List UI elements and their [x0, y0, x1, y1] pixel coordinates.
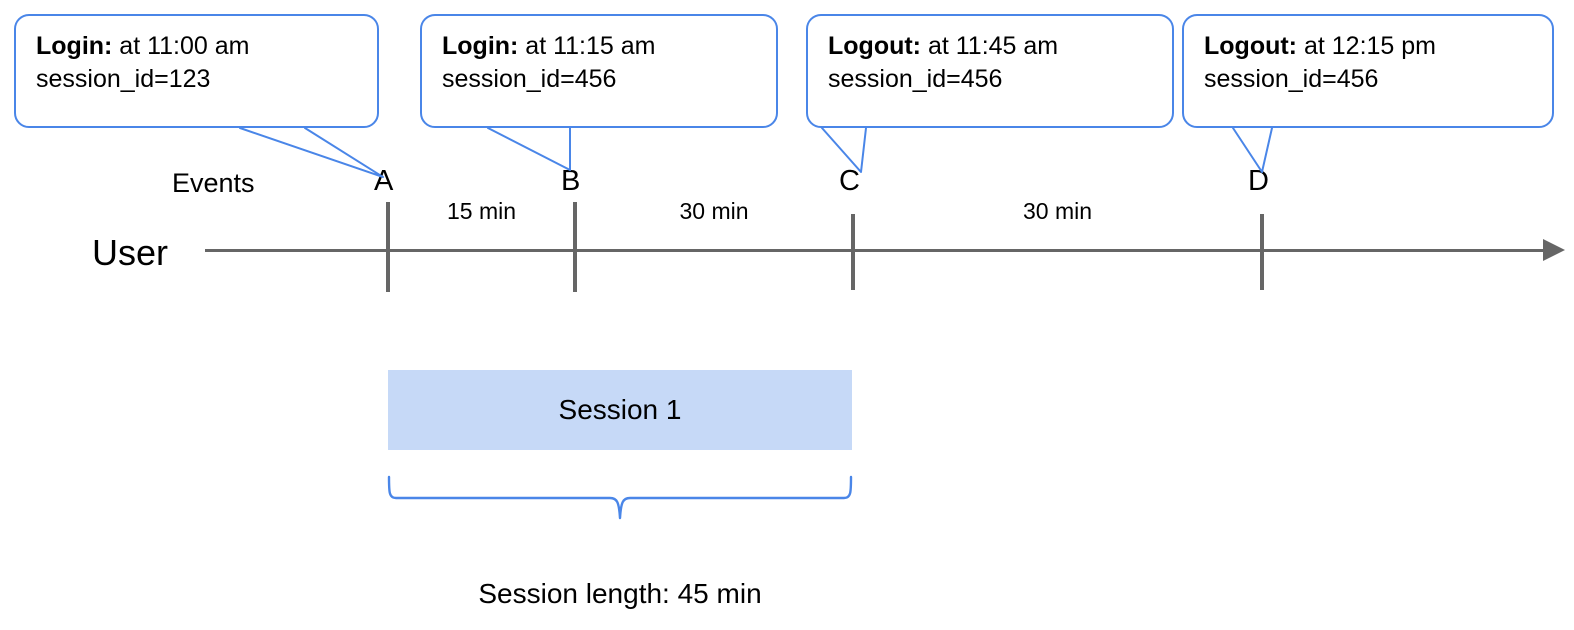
callout-b-session: session_id=456 [442, 64, 617, 93]
tick-letter-b: B [561, 165, 581, 197]
callout-event-a: Login: at 11:00 am session_id=123 [14, 14, 379, 128]
callout-c-session: session_id=456 [828, 64, 1003, 93]
callout-event-d: Logout: at 12:15 pm session_id=456 [1182, 14, 1554, 128]
callout-c-lead: Logout: [828, 32, 922, 60]
callout-c-rest: at 11:45 am [921, 32, 1059, 60]
callout-a-session: session_id=123 [36, 64, 211, 93]
row-label-events: Events [172, 168, 255, 198]
tick-letter-c: C [839, 165, 860, 197]
session-span-brace [387, 475, 853, 520]
timeline-arrow-icon [1543, 239, 1565, 261]
session-length-label: Session length: 45 min [478, 578, 762, 609]
callout-event-b: Login: at 11:15 am session_id=456 [420, 14, 778, 128]
callout-tail-a [239, 127, 384, 178]
row-label-user: User [92, 232, 169, 273]
tick-mark-c [851, 214, 855, 290]
callout-tail-b [487, 127, 571, 171]
session-block: Session 1 [388, 370, 852, 450]
callout-d-lead: Logout: [1204, 32, 1298, 60]
callout-a-rest: at 11:00 am [112, 32, 250, 60]
session-block-label: Session 1 [558, 394, 682, 425]
gap-label-a-b: 15 min [446, 198, 517, 224]
tick-mark-a [386, 202, 390, 292]
tick-mark-d [1260, 214, 1264, 290]
callout-event-c: Logout: at 11:45 am session_id=456 [806, 14, 1174, 128]
callout-b-rest: at 11:15 am [518, 32, 656, 60]
callout-b-lead: Login: [442, 32, 519, 60]
callout-d-rest: at 12:15 pm [1297, 32, 1436, 60]
tick-mark-b [573, 202, 577, 292]
gap-label-c-d: 30 min [1022, 198, 1093, 224]
gap-label-b-c: 30 min [679, 198, 749, 224]
callout-a-lead: Login: [36, 32, 113, 60]
tick-letter-a: A [374, 165, 394, 197]
tick-letter-d: D [1248, 165, 1269, 197]
callout-d-session: session_id=456 [1204, 64, 1379, 93]
timeline-axis [205, 249, 1545, 252]
